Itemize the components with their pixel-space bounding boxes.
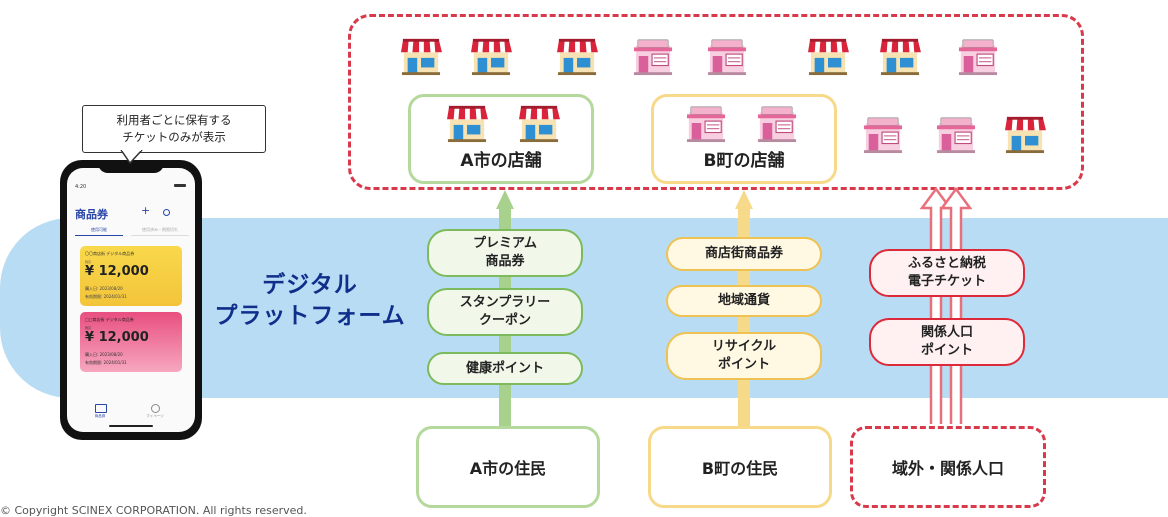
voucher-purchase-date: 購入日: 2023/08/20 [85,286,123,291]
a-city-stores-box: A市の店舗 [408,94,594,184]
smartphone-screen: 4:20 商品券 + 使用可能 使用済み・期限切れ 〇〇商店街 デジタル商品券 … [67,168,195,432]
b-town-stores-box: B町の店舗 [651,94,837,184]
add-button[interactable]: + [141,204,151,217]
voucher-amount: ¥ 12,000 [85,330,149,345]
b-town-stores-label: B町の店舗 [703,151,785,171]
b-town-residents-box: B町の住民 [648,426,832,508]
store-icon [518,103,560,143]
outside-population-label: 域外・関係人口 [891,459,1004,478]
callout-pointer [120,150,143,164]
store-icon [1004,114,1046,154]
platform-line1: デジタル [262,272,358,298]
ticket-recycle-points: リサイクル ポイント [666,332,822,380]
phone-notch [98,160,164,173]
ticket-icon[interactable] [95,404,107,413]
callout-box: 利用者ごとに保有する チケットのみが表示 [82,105,266,153]
b-town-residents-label: B町の住民 [701,459,779,478]
store-icon [879,36,921,76]
arrow-up-icon [729,187,759,211]
red-double-arrow [920,186,972,424]
ticket-premium-voucher: プレミアム 商品券 [427,229,583,277]
tab-available[interactable]: 使用可能 [75,227,123,236]
shop-pink-icon [862,114,904,154]
store-icon [807,36,849,76]
shop-pink-icon [706,36,748,76]
ticket-related-population-points: 関係人口 ポイント [869,318,1025,366]
shop-pink-icon [632,36,674,76]
shop-pink-icon [957,36,999,76]
all-stores-area [348,14,1084,190]
battery-icon [174,184,186,187]
nav-vouchers[interactable]: 商品券 [94,414,106,418]
store-icon [400,36,442,76]
callout-line2: チケットのみが表示 [122,130,226,144]
digital-platform-label: デジタル プラットフォーム [210,270,410,332]
shop-pink-icon [935,114,977,154]
ticket-shopping-street-voucher: 商店街商品券 [666,237,822,271]
store-icon [556,36,598,76]
voucher-purchase-date: 購入日: 2023/08/20 [85,352,123,357]
settings-icon[interactable] [163,209,170,216]
voucher-balance-label: 残高 [85,260,92,264]
a-city-residents-box: A市の住民 [416,426,600,508]
voucher-balance-label: 残高 [85,326,92,330]
voucher-card[interactable]: 〇〇商店街 デジタル商品券 残高 ¥ 12,000 購入日: 2023/08/2… [80,246,182,306]
voucher-name: 〇〇商店街 デジタル商品券 [85,251,135,256]
a-city-residents-label: A市の住民 [469,459,547,478]
voucher-expiry-date: 有効期限: 2024/01/31 [85,294,127,299]
callout-line1: 利用者ごとに保有する [116,113,232,128]
voucher-card[interactable]: □□商店街 デジタル商品券 残高 ¥ 12,000 購入日: 2023/08/2… [80,312,182,372]
user-icon[interactable] [151,404,160,413]
nav-mypage[interactable]: マイページ [146,414,164,418]
outside-population-box: 域外・関係人口 [850,426,1046,508]
app-title: 商品券 [75,208,108,221]
arrow-up-icon [490,187,520,211]
copyright-notice: © Copyright SCINEX CORPORATION. All righ… [0,504,307,517]
home-indicator [109,425,153,427]
a-city-stores-label: A市の店舗 [460,151,542,171]
voucher-name: □□商店街 デジタル商品券 [85,317,134,322]
voucher-expiry-date: 有効期限: 2024/01/31 [85,360,127,365]
ticket-health-points: 健康ポイント [427,352,583,385]
ticket-stamp-rally: スタンプラリー クーポン [427,288,583,336]
tab-used-expired[interactable]: 使用済み・期限切れ [131,227,189,236]
status-time: 4:20 [75,184,87,190]
shop-pink-icon [685,103,727,143]
platform-line2: プラットフォーム [214,303,406,330]
store-icon [470,36,512,76]
ticket-furusato-nozei: ふるさと納税 電子チケット [869,249,1025,297]
shop-pink-icon [756,103,798,143]
store-icon [446,103,488,143]
voucher-amount: ¥ 12,000 [85,264,149,279]
ticket-local-currency: 地域通貨 [666,285,822,317]
